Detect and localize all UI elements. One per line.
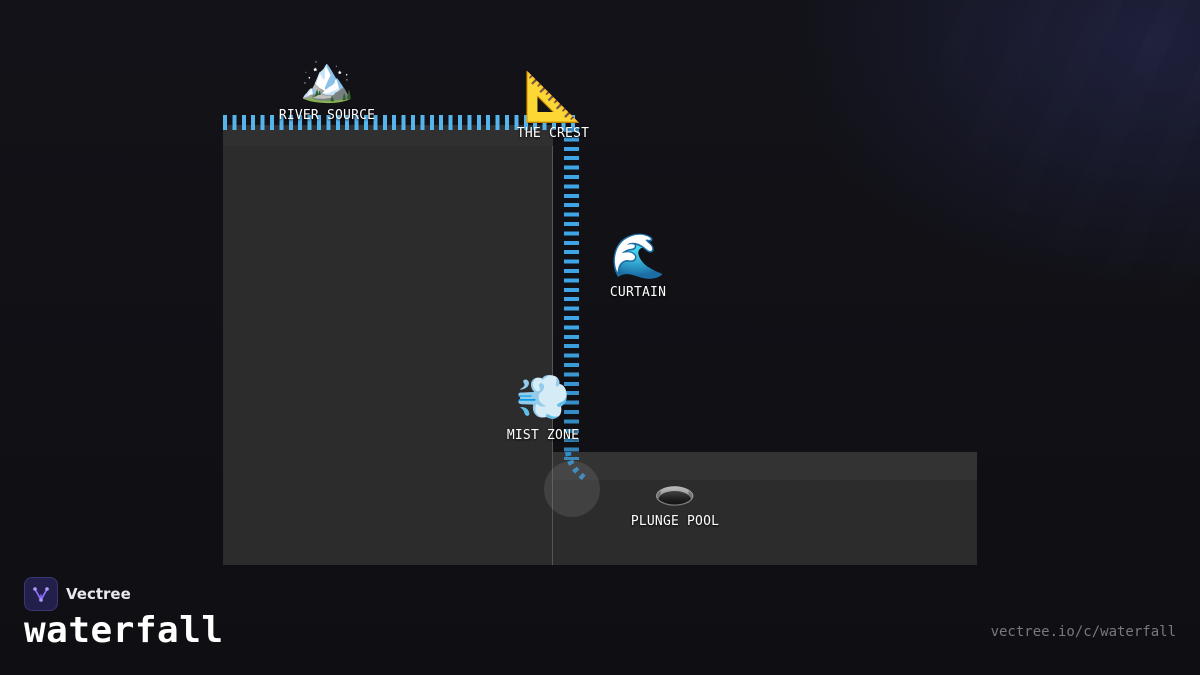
mountain-icon: 🏔️ [299, 54, 355, 105]
water-wave-icon: 🌊 [610, 231, 666, 282]
dash-wind-icon: 💨 [515, 372, 571, 423]
splash-circle [544, 461, 600, 517]
node-river-source[interactable]: 🏔️ RIVER SOURCE [277, 54, 377, 124]
node-label: THE CREST [516, 126, 590, 141]
node-curtain[interactable]: 🌊 CURTAIN [598, 231, 678, 301]
hole-icon: 🕳️ [653, 471, 697, 511]
page-title: waterfall [24, 610, 224, 651]
node-label: MIST ZONE [506, 428, 580, 443]
river-flow [223, 115, 577, 130]
brand-name: Vectree [66, 585, 131, 603]
node-mist-zone[interactable]: 💨 MIST ZONE [498, 372, 588, 444]
triangular-ruler-icon: 📐 [523, 69, 583, 125]
node-label: RIVER SOURCE [278, 108, 376, 123]
node-label: PLUNGE POOL [630, 514, 720, 529]
cliff-top-ledge [223, 125, 553, 146]
cliff-face [223, 125, 553, 565]
vectree-logo-icon [24, 577, 58, 611]
node-plunge-pool[interactable]: 🕳️ PLUNGE POOL [620, 474, 730, 529]
node-label: CURTAIN [609, 285, 667, 300]
waterfall-stream [564, 128, 579, 460]
node-the-crest[interactable]: 📐 THE CREST [508, 73, 598, 141]
pool-surface [553, 452, 977, 480]
fall-curve [565, 452, 586, 481]
page-url[interactable]: vectree.io/c/waterfall [990, 624, 1176, 640]
